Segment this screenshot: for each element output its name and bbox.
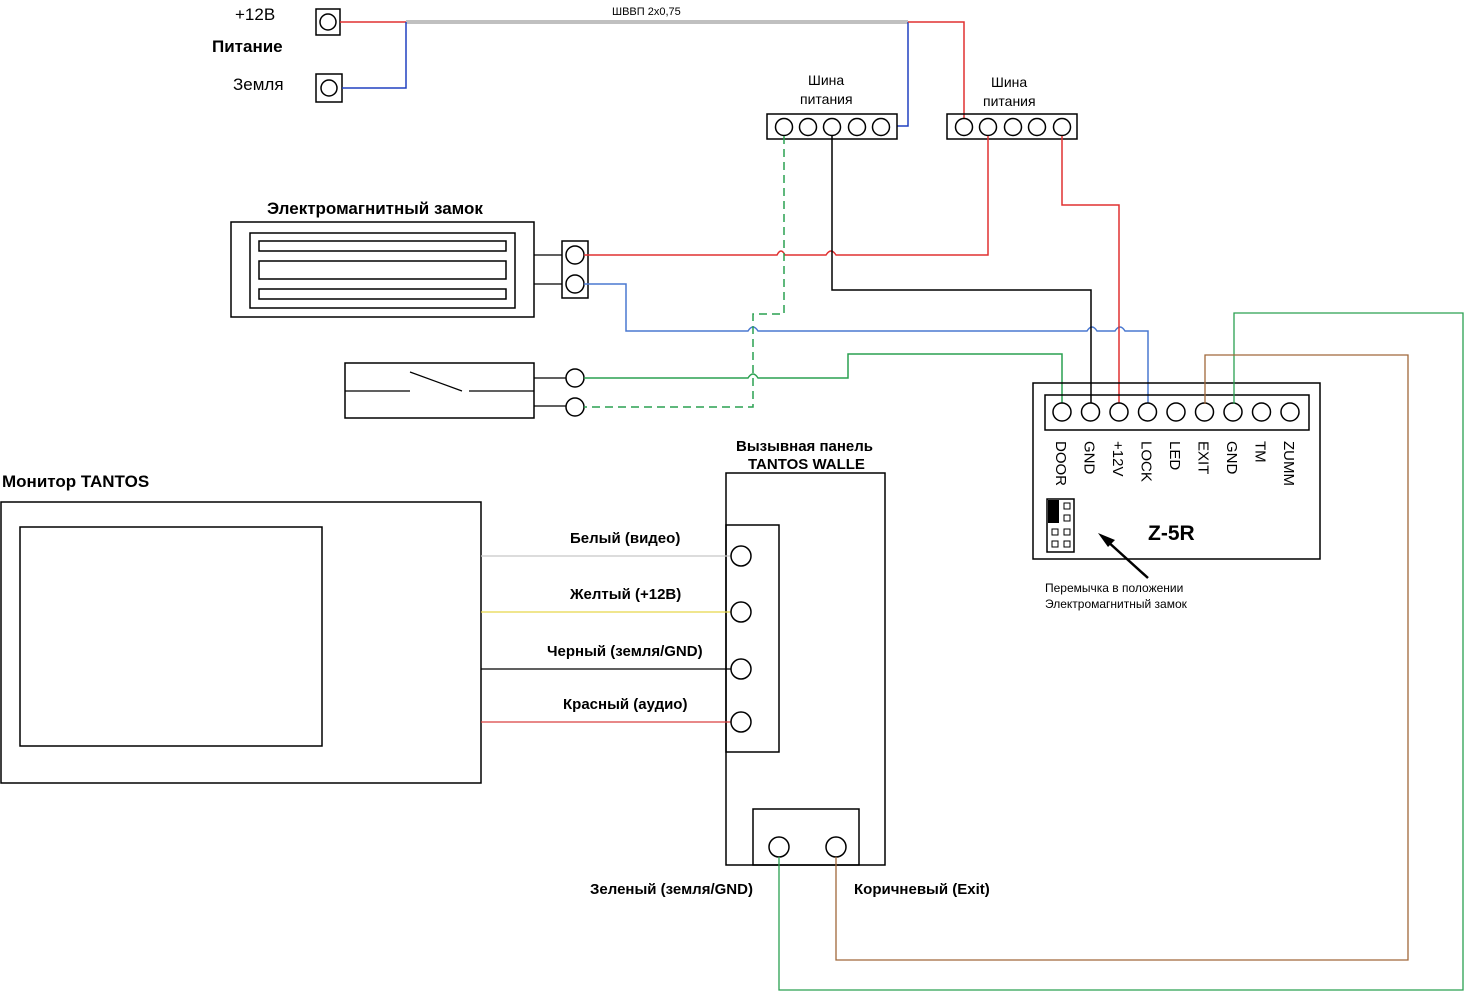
- z5r-pin-label: TM: [1252, 441, 1269, 463]
- cable-label: ШВВП 2х0,75: [612, 6, 681, 18]
- wire-exit-door: [584, 353, 1063, 404]
- panel-wire-group: Белый (видео) Желтый (+12В) Черный (земля/…: [481, 530, 752, 733]
- wire-power-ground: [342, 22, 407, 89]
- panel-terminal: [730, 658, 752, 680]
- panel-wire-label: Белый (видео): [570, 530, 680, 547]
- wire-panel-brown-exit: [835, 354, 1409, 961]
- wire-cable-blue-to-bus1: [897, 22, 909, 127]
- bus2-label-line2: питания: [983, 93, 1036, 109]
- z5r-pin-label: +12V: [1109, 441, 1126, 476]
- z5r-terminal: [1052, 402, 1072, 422]
- power-ground-terminal: [315, 73, 343, 103]
- wire-panel-green-gnd: [778, 312, 1464, 991]
- green-wire-label: Зеленый (земля/GND): [590, 881, 753, 898]
- panel-wire-label: Черный (земля/GND): [547, 643, 703, 660]
- power-bus-1: [766, 113, 898, 140]
- electromagnetic-lock: [230, 221, 589, 318]
- z5r-terminal: [1251, 402, 1272, 422]
- panel-title-line1: Вызывная панель: [736, 438, 873, 455]
- z5r-pin-label: GND: [1223, 441, 1240, 475]
- z5r-terminal: [1080, 402, 1101, 422]
- z5r-pin-label: LED: [1166, 441, 1183, 470]
- panel-terminal: [730, 711, 752, 733]
- exit-button: [344, 362, 585, 419]
- lock-title: Электромагнитный замок: [267, 199, 483, 218]
- bus1-label-line2: питания: [800, 91, 853, 107]
- z5r-terminal: [1194, 402, 1215, 422]
- jumper-note-line1: Перемычка в положении: [1045, 581, 1183, 595]
- z5r-terminal: [1280, 402, 1300, 422]
- power-bus-2: [946, 113, 1078, 140]
- z5r-name: Z-5R: [1148, 522, 1195, 545]
- power-plus-terminal: [315, 8, 341, 36]
- z5r-pin-label: LOCK: [1138, 441, 1155, 482]
- brown-wire-label: Коричневый (Exit): [854, 881, 990, 898]
- power-ground-label: Земля: [233, 75, 284, 94]
- panel-title-line2: TANTOS WALLE: [748, 456, 865, 473]
- bus2-label-line1: Шина: [991, 74, 1027, 90]
- jumper-note-line2: Электромагнитный замок: [1045, 597, 1188, 611]
- panel-terminal: [730, 601, 752, 623]
- monitor-tantos: [0, 501, 482, 784]
- wire-lock-plus: [584, 136, 989, 256]
- panel-terminal: [730, 545, 752, 567]
- panel-wire-label: Желтый (+12В): [569, 586, 681, 603]
- wire-cable-red-to-bus2: [908, 21, 965, 126]
- wire-bus2-12v: [1061, 136, 1120, 404]
- z5r-terminal: [1223, 402, 1243, 422]
- wire-lock-minus: [584, 283, 1149, 404]
- z5r-pin-row: DOOR GND +12V LOCK LED EXIT GND TM ZUMM: [1052, 402, 1300, 486]
- z5r-terminal: [1166, 402, 1186, 422]
- power-title: Питание: [212, 37, 283, 56]
- bus1-label-line1: Шина: [808, 72, 844, 88]
- wire-bus1-gnd: [831, 136, 1092, 404]
- z5r-pin-label: GND: [1081, 441, 1098, 475]
- z5r-pin-label: DOOR: [1052, 441, 1069, 486]
- z5r-pin-label: EXIT: [1195, 441, 1212, 474]
- z5r-terminal: [1137, 402, 1158, 422]
- power-plus-label: +12В: [235, 5, 275, 24]
- jumper-arrow: [1098, 533, 1149, 579]
- z5r-terminal: [1109, 402, 1129, 422]
- wire-bus1-exit-dashed: [584, 136, 785, 408]
- panel-wire-label: Красный (аудио): [563, 696, 687, 713]
- z5r-pin-label: ZUMM: [1280, 441, 1297, 486]
- monitor-title: Монитор TANTOS: [2, 472, 149, 491]
- z5r-controller: [1032, 382, 1321, 560]
- z5r-jumper: [1046, 498, 1075, 553]
